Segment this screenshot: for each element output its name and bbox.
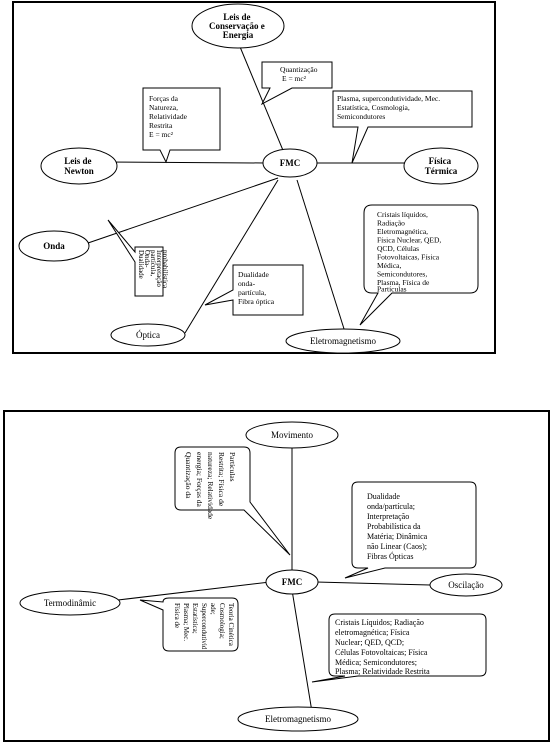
callout-fisica-plasma: Física de Plasma; Mec. Estatística; Supe… xyxy=(173,603,235,651)
callout-plasma-1: Plasma, supercondutividade, Mec. Estatís… xyxy=(337,94,442,121)
diagram1-frame xyxy=(12,1,496,354)
node-leis-newton: Leis de Newton xyxy=(64,156,94,176)
node-eletromagnetismo-1: Eletromagnetismo xyxy=(310,336,376,346)
node-leis-conservacao: Leis de Conservação e Energia xyxy=(209,12,267,40)
callout-dualidade-fibra: Dualidade onda- partícula, Fibra óptica xyxy=(238,270,275,306)
callout-quantizacao-2: Quantização da energia; Forças da nature… xyxy=(184,452,237,521)
callout-cristais-1: Cristais líquidos, Radiação Eletromagnét… xyxy=(377,210,443,294)
diagram1-connectors xyxy=(87,41,415,334)
callout-dualidade-2: Dualidade onda/partícula; Interpretação … xyxy=(367,492,429,561)
diagram2-node-shapes xyxy=(19,421,503,732)
node-movimento: Movimento xyxy=(271,430,313,440)
diagram2-connectors xyxy=(117,444,431,713)
diagram1-callout-shapes xyxy=(107,61,479,326)
node-optica: Óptica xyxy=(136,330,160,340)
node-eletromagnetismo-2: Eletromagnetismo xyxy=(265,714,331,724)
diagram1-node-shapes xyxy=(18,3,479,354)
node-fmc-2: FMC xyxy=(282,577,303,587)
callout-quantizacao-1: Quantização E = mc² xyxy=(280,65,319,83)
callout-cristais-2: Cristais Líquidos; Radiação eletromagnét… xyxy=(335,618,430,676)
node-onda: Onda xyxy=(43,241,65,251)
node-fmc-1: FMC xyxy=(280,158,301,168)
node-oscilacao: Oscilação xyxy=(448,580,484,590)
node-fisica-termica: Física Térmica xyxy=(425,156,458,176)
node-termodinamica: Termodinâmic xyxy=(44,598,96,608)
diagram2-frame xyxy=(3,410,550,742)
diagram2-callout-shapes xyxy=(139,446,487,683)
callout-onda: Dualidade Onda- partícula, Interpretação… xyxy=(137,250,169,289)
callout-forcas: Forças da Natureza, Relatividade Restrit… xyxy=(149,94,189,139)
